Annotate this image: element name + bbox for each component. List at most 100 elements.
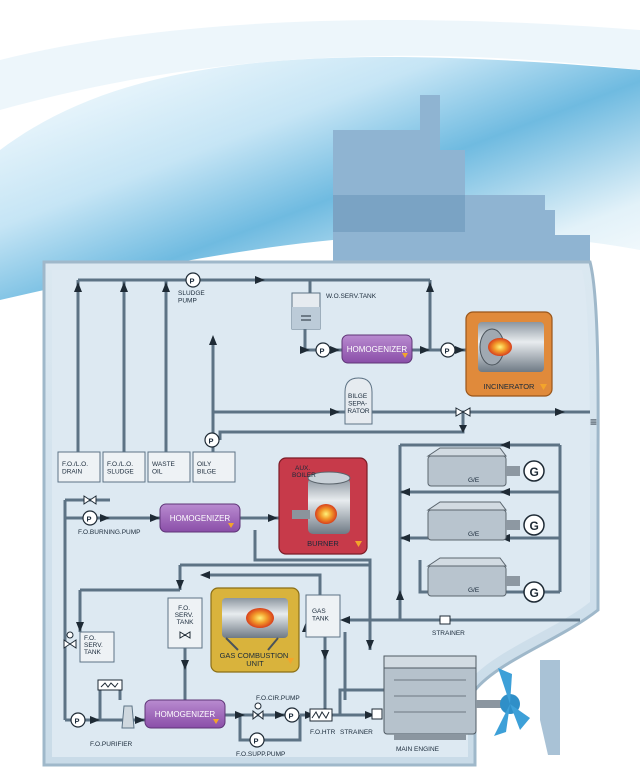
bilge-separator-line-2: SEPA- [348,401,367,408]
homogenizer-top[interactable]: HOMOGENIZER [341,334,413,364]
homogenizer-middle[interactable]: HOMOGENIZER [159,503,241,533]
generator-symbol: G [530,519,539,533]
sky-swoosh-light [0,20,640,110]
valve-icon[interactable] [63,639,77,649]
bilge-separator-line-1: BILGE [348,393,368,400]
generator-symbol: G [530,465,539,479]
pump-icon [249,732,265,748]
tank-waste-oil[interactable] [147,451,191,483]
ge-label: G/E [468,587,480,594]
generator-1[interactable]: G/E G [426,447,545,487]
pump-icon [70,712,86,728]
fo-purifier-label: F.O.PURIFIER [90,741,133,748]
ge-engine-top [426,557,507,567]
main-engine[interactable] [383,655,506,740]
expand-icon [228,523,234,528]
separator-body [344,377,373,425]
fo-serv-tank-left-line-1: F.O. [84,635,96,642]
generator-2[interactable]: G/E G [426,501,545,541]
tank-label-1: F.O./L.O.DRAIN [62,461,88,476]
gas-combustion-unit-line-1: GAS COMBUSTION [220,651,289,660]
fo-cir-pump[interactable]: P [284,707,300,723]
bilge-separator[interactable] [344,377,373,425]
expand-icon [287,658,294,664]
tank-fo-lo-drain[interactable] [57,451,101,483]
tank-body [167,597,203,649]
homogenizer-bottom[interactable]: HOMOGENIZER [144,699,226,729]
propeller-blade [498,668,512,704]
valve-icon[interactable] [252,709,264,721]
aux-boiler-line-2: BOILER [292,472,316,479]
valve-icon[interactable] [455,407,471,417]
generator-icon [523,460,545,482]
pump-icon [185,272,201,288]
level-icon [301,315,311,321]
pump-top-1[interactable]: P [315,342,331,358]
fo-serv-tank-center-label: F.O. SERV. TANK [175,605,196,626]
sludge-pump[interactable]: P [185,272,201,288]
fo-supp-pump-label: F.O.SUPP.PUMP [236,751,285,758]
incinerator[interactable]: INCINERATOR [465,311,553,397]
flame-icon [246,608,274,628]
tank-label-4-line-1: OILY [197,461,212,468]
tank-label-3-line-2: OIL [152,469,163,476]
expand-icon [540,384,547,390]
ge-coupling [506,576,520,586]
fo-htr[interactable] [309,708,333,722]
fo-serv-tank-left-line-2: SERV. [84,642,103,649]
homogenizer-label: HOMOGENIZER [347,345,408,354]
valve-icon [179,631,191,639]
engine-base [394,734,466,740]
homogenizer-box [159,503,241,533]
pipe-network [63,278,590,742]
pump-top-2[interactable]: P [440,342,456,358]
tank-label-4-line-2: BILGE [197,469,217,476]
burner-label: BURNER [307,539,339,548]
bilge-separator-line-3: RATOR [347,408,369,415]
incinerator-label: INCINERATOR [484,382,536,391]
fo-serv-tank-left-label: F.O. SERV. TANK [84,635,105,656]
strainer-bottom-label: STRAINER [340,729,373,736]
purifier-body [121,705,135,729]
ge-engine-body [427,509,507,541]
ge-coupling [506,520,520,530]
tank-liquid [292,307,320,329]
propeller [494,668,530,736]
gas-tank[interactable]: GAS TANK [305,594,341,638]
ge-label: G/E [468,531,480,538]
valve-icon[interactable] [83,495,97,505]
homogenizer-label: HOMOGENIZER [170,514,231,523]
sludge-pump-label: SLUDGE PUMP [178,290,207,305]
fo-serv-tank-left[interactable]: F.O. SERV. TANK [79,631,115,663]
sludge-pump-line-2: PUMP [178,298,197,305]
wo-serv-tank-label: W.O.SERV.TANK [326,293,377,300]
pump-symbol: P [254,737,259,746]
generator-3[interactable]: G/E G [426,557,545,603]
tank-fo-lo-sludge[interactable] [102,451,146,483]
ge-label: G/E [468,477,480,484]
fo-serv-tank-center[interactable]: F.O. SERV. TANK [167,597,203,649]
bilge-separator-label: BILGE SEPA- RATOR [347,393,369,415]
propeller-blade [494,704,510,736]
sky-swoosh [0,56,640,301]
gas-combustion-unit[interactable]: GAS COMBUSTION UNIT [210,587,300,673]
expand-icon [213,719,219,724]
strainer-bottom-icon[interactable] [371,708,383,720]
fo-purifier[interactable] [97,679,135,729]
aux-boiler-burner[interactable]: BURNER [278,457,368,555]
fo-burning-pump[interactable]: P [82,510,98,526]
ge-engine-body [427,565,507,597]
pump-icon [82,510,98,526]
wo-serv-tank[interactable] [291,292,321,330]
pump-oily-bilge[interactable]: P [204,432,220,448]
strainer-right-icon[interactable] [439,615,451,625]
engine-top [383,655,477,669]
fo-purifier-pump[interactable]: P [70,712,86,728]
pump-symbol: P [209,437,214,446]
tank-oily-bilge[interactable] [192,451,236,483]
fo-serv-tank-left-line-3: TANK [84,649,102,656]
fo-supp-pump[interactable]: P [249,732,265,748]
